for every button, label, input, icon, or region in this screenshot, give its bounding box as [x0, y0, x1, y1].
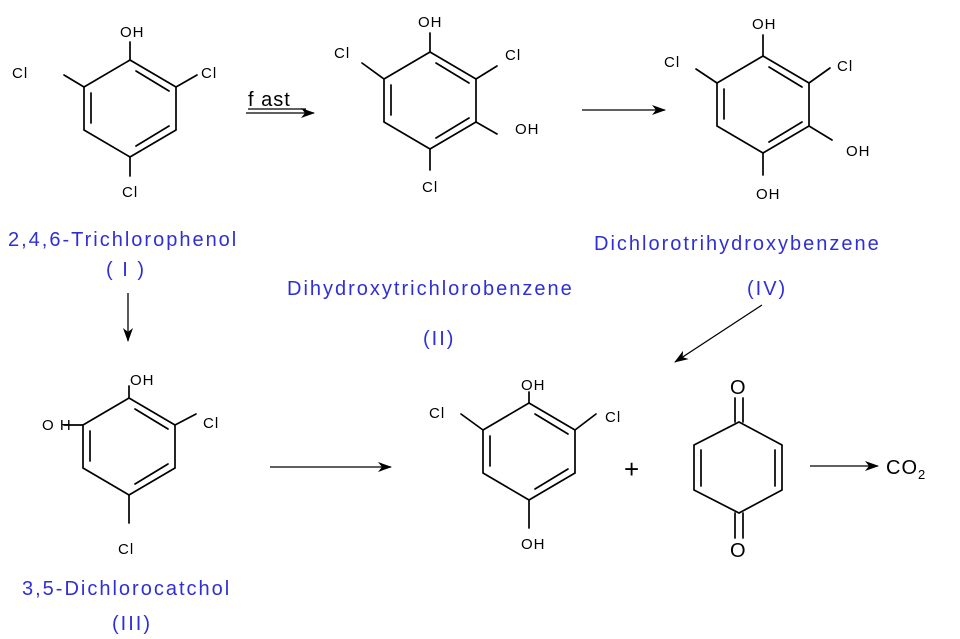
molecule-dichlorohydroquinone: OH Cl Cl OH — [429, 377, 621, 553]
atom-label: Cl — [664, 54, 680, 71]
atom-label: OH — [418, 14, 443, 31]
atom-label: Cl — [12, 65, 28, 82]
atom-label: OH — [752, 16, 777, 33]
atom-label: Cl — [505, 47, 521, 64]
compound-name: 2,4,6-Trichlorophenol — [8, 229, 238, 251]
compound-name: Dichlorotrihydroxybenzene — [594, 233, 881, 255]
atom-label: Cl — [334, 45, 350, 62]
atom-label: O — [730, 540, 747, 562]
atom-label: OH — [521, 377, 546, 394]
arrow-iv-to-dichlorohydroquinone — [674, 304, 763, 363]
compound-id: (II) — [423, 328, 455, 350]
compound-id: ( I ) — [106, 259, 146, 281]
atom-label: Cl — [203, 415, 219, 432]
atom-label: OH — [130, 372, 155, 389]
atom-label: Cl — [429, 405, 445, 422]
atom-label: O — [730, 377, 747, 399]
molecule-i: OH Cl Cl Cl — [12, 24, 217, 201]
atom-label: O H — [42, 417, 72, 434]
molecule-benzoquinone: O O — [693, 377, 783, 562]
compound-id: (III) — [112, 613, 152, 635]
atom-label: Cl — [837, 58, 853, 75]
co2-label: CO2 — [886, 457, 926, 482]
atom-label: OH — [756, 186, 781, 203]
compound-id: (IV) — [747, 278, 787, 300]
co2-co: CO — [886, 457, 918, 479]
co2-subscript: 2 — [918, 467, 926, 482]
atom-label: Cl — [122, 184, 138, 201]
atom-label: Cl — [118, 541, 134, 558]
plus-sign: + — [624, 454, 639, 484]
atom-label: OH — [515, 121, 540, 138]
fast-label: f ast — [248, 89, 291, 111]
atom-label: Cl — [422, 179, 438, 196]
molecule-iii: OH O H Cl Cl — [42, 372, 219, 558]
atom-label: Cl — [605, 409, 621, 426]
molecule-ii: OH Cl Cl OH Cl — [334, 14, 540, 196]
compound-name: 3,5-Dichlorocatchol — [22, 578, 231, 600]
atom-label: OH — [120, 24, 145, 41]
molecule-iv: OH Cl Cl OH OH — [664, 16, 871, 203]
atom-label: OH — [521, 536, 546, 553]
compound-name: Dihydroxytrichlorobenzene — [287, 278, 574, 300]
atom-label: OH — [846, 143, 871, 160]
atom-label: Cl — [201, 65, 217, 82]
